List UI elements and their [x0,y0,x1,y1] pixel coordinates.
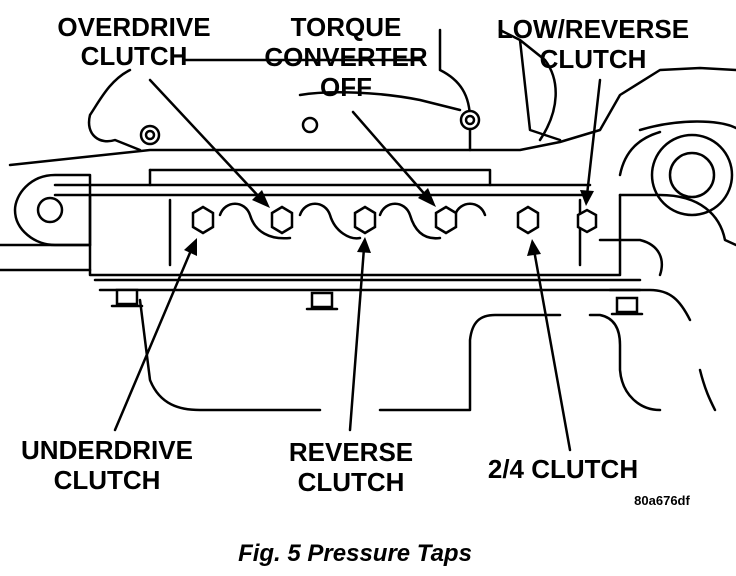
arrowhead [527,239,541,256]
svg-text:CONVERTER: CONVERTER [264,42,427,72]
pressure-tap-overdrive [270,205,294,235]
arrowhead [357,237,371,253]
svg-text:TORQUE: TORQUE [291,12,402,42]
svg-text:CLUTCH: CLUTCH [298,467,405,497]
pressure-tap-torque-converter-off [434,205,458,235]
leader-arrows [113,78,602,452]
svg-text:UNDERDRIVE: UNDERDRIVE [21,435,193,465]
label-reverse-clutch: REVERSE CLUTCH [289,437,413,497]
svg-text:OVERDRIVE: OVERDRIVE [57,12,210,42]
svg-text:OFF: OFF [320,72,372,102]
pressure-tap-reverse [353,205,377,235]
arrowhead [184,238,197,256]
pressure-tap-underdrive [191,205,215,235]
label-underdrive-clutch: UNDERDRIVE CLUTCH [21,435,193,495]
figure-caption: Fig. 5 Pressure Taps [238,540,472,567]
arrowhead [418,188,436,207]
svg-text:LOW/REVERSE: LOW/REVERSE [497,14,689,44]
svg-text:2/4 CLUTCH: 2/4 CLUTCH [488,454,638,484]
pressure-tap-2-4 [516,205,540,235]
label-overdrive-clutch: OVERDRIVE CLUTCH [57,12,210,71]
figure-code: 80a676df [634,493,690,508]
pressure-tap-low-reverse [576,208,598,234]
svg-text:CLUTCH: CLUTCH [54,465,161,495]
svg-text:CLUTCH: CLUTCH [81,41,188,71]
label-low-reverse-clutch: LOW/REVERSE CLUTCH [497,14,689,74]
label-2-4-clutch: 2/4 CLUTCH [488,454,638,484]
svg-text:REVERSE: REVERSE [289,437,413,467]
arrowhead [252,190,270,208]
svg-text:CLUTCH: CLUTCH [540,44,647,74]
label-torque-converter-off: TORQUE CONVERTER OFF [264,12,427,102]
arrowhead [580,190,594,206]
transmission-illustration [0,28,736,412]
